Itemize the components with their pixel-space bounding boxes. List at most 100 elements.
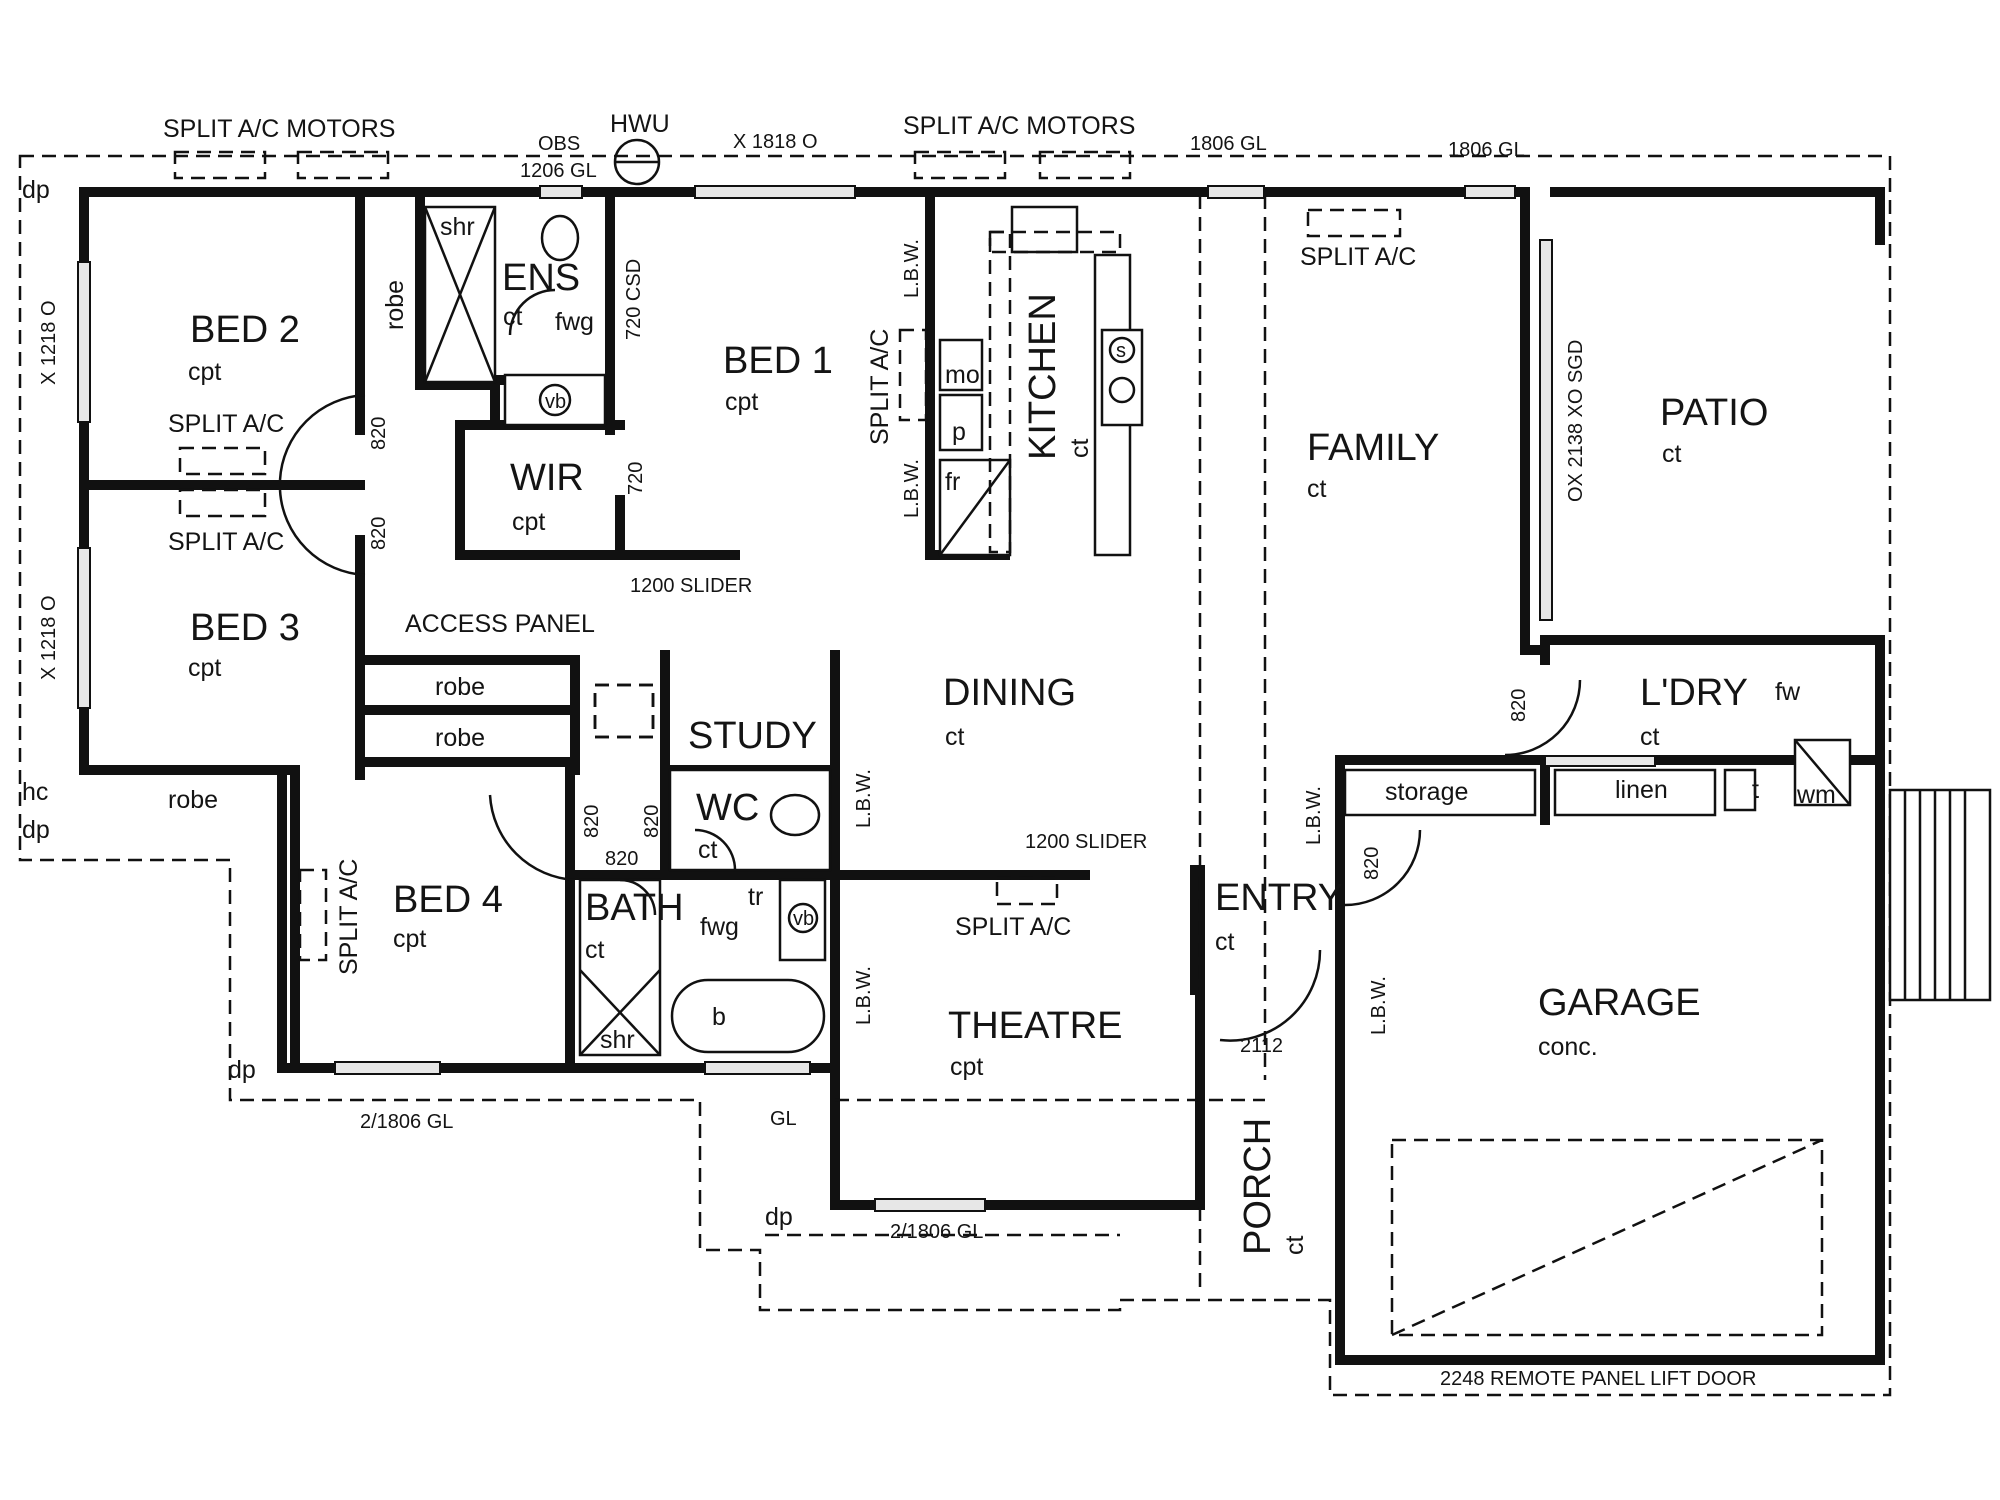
note-dp-top: dp — [22, 176, 50, 204]
finish-ens: ct — [503, 303, 523, 331]
dim-820-bed2: 820 — [368, 417, 390, 450]
dim-820-wc: 820 — [641, 805, 663, 838]
note-gl: GL — [770, 1108, 797, 1130]
room-bed1: BED 1 — [723, 340, 833, 382]
finish-garage: conc. — [1538, 1033, 1598, 1061]
note-sgd: OX 2138 XO SGD — [1565, 340, 1587, 502]
dim-2112-entry: 2112 — [1240, 1035, 1283, 1057]
dim-820-bath: 820 — [605, 848, 638, 870]
room-kitchen: KITCHEN — [1022, 293, 1064, 460]
note-split-ac-theatre: SPLIT A/C — [955, 913, 1071, 941]
room-bed2: BED 2 — [190, 309, 300, 351]
note-dp-mid: dp — [22, 816, 50, 844]
label-tr-bath: tr — [748, 883, 763, 911]
room-wir: WIR — [510, 457, 584, 499]
label-b-bath: b — [712, 1003, 726, 1031]
windows — [77, 185, 1656, 1212]
finish-theatre: cpt — [950, 1053, 983, 1081]
note-garage-door: 2248 REMOTE PANEL LIFT DOOR — [1440, 1368, 1756, 1390]
note-lbw-dining: L.B.W. — [853, 769, 875, 828]
finish-bed2: cpt — [188, 358, 221, 386]
finish-family: ct — [1307, 475, 1327, 503]
note-split-ac-bed1: SPLIT A/C — [866, 329, 894, 445]
dim-820-garage: 820 — [1361, 847, 1383, 880]
label-robe-bed2: robe — [381, 280, 409, 330]
label-shr-bath: shr — [600, 1026, 635, 1054]
note-2-1806gl-bottom: 2/1806 GL — [890, 1221, 983, 1243]
label-mo: mo — [945, 361, 980, 389]
note-1200-slider-bed1: 1200 SLIDER — [630, 575, 752, 597]
note-lbw-bed1-top: L.B.W. — [901, 239, 923, 298]
note-x1818o: X 1818 O — [733, 131, 818, 153]
note-x1218o-upper: X 1218 O — [38, 300, 60, 385]
note-dp-bottom: dp — [765, 1203, 793, 1231]
label-wm: wm — [1796, 781, 1836, 809]
label-robe-upper: robe — [435, 673, 485, 701]
note-lbw-entry: L.B.W. — [1303, 786, 1325, 845]
note-split-ac-bed4: SPLIT A/C — [335, 859, 363, 975]
label-fr: fr — [945, 468, 960, 496]
room-study: STUDY — [688, 715, 817, 757]
note-split-ac-motors-right: SPLIT A/C MOTORS — [903, 112, 1135, 140]
room-family: FAMILY — [1307, 427, 1439, 469]
room-porch: PORCH — [1237, 1118, 1279, 1255]
finish-porch: ct — [1281, 1236, 1309, 1256]
label-fw: fw — [1775, 678, 1801, 706]
finish-dining: ct — [945, 723, 965, 751]
note-1806gl-top-left: 1806 GL — [1190, 133, 1267, 155]
finish-laundry: ct — [1640, 723, 1660, 751]
room-laundry: L'DRY — [1640, 672, 1748, 714]
note-1806gl-top-right: 1806 GL — [1448, 139, 1525, 161]
label-storage-overlay: storage — [1385, 778, 1468, 806]
note-lbw-theatre: L.B.W. — [853, 966, 875, 1025]
dim-720-wir: 720 — [625, 462, 647, 495]
label-s: s — [1116, 340, 1126, 362]
finish-wir: cpt — [512, 508, 545, 536]
note-lbw-bed1-bottom: L.B.W. — [901, 459, 923, 518]
site-boundary — [18, 154, 1892, 1397]
label-p: p — [952, 418, 966, 446]
interior-walls — [79, 195, 1885, 1065]
access-panel-box — [593, 683, 655, 739]
hwu-icon — [613, 138, 661, 186]
room-bed3: BED 3 — [190, 607, 300, 649]
note-x1218o-lower: X 1218 O — [38, 595, 60, 680]
room-theatre: THEATRE — [948, 1005, 1123, 1047]
room-ens: ENS — [502, 257, 580, 299]
note-hwu: HWU — [610, 110, 670, 138]
finish-bed1: cpt — [725, 388, 758, 416]
note-1200-slider-dining: 1200 SLIDER — [1025, 831, 1147, 853]
note-dp-bottom-left: dp — [228, 1056, 256, 1084]
note-720-csd: 720 CSD — [623, 259, 645, 340]
room-garage: GARAGE — [1538, 982, 1701, 1024]
room-bath: BATH — [585, 887, 684, 929]
note-2-1806gl-left: 2/1806 GL — [360, 1111, 453, 1133]
room-wc: WC — [696, 787, 759, 829]
finish-patio: ct — [1662, 440, 1682, 468]
label-robe-bed4: robe — [168, 786, 218, 814]
finish-kitchen: ct — [1066, 439, 1094, 459]
note-split-ac-motors-left: SPLIT A/C MOTORS — [163, 115, 395, 143]
linen-box — [1553, 768, 1717, 817]
storage-box — [1343, 768, 1537, 817]
label-vb-ens: vb — [545, 391, 566, 413]
note-1206gl: 1206 GL — [520, 160, 597, 182]
note-access-panel: ACCESS PANEL — [405, 610, 595, 638]
finish-wc: ct — [698, 836, 718, 864]
label-fwg-ens: fwg — [555, 308, 594, 336]
dim-820-bed3: 820 — [368, 517, 390, 550]
room-entry: ENTRY — [1215, 877, 1343, 919]
room-bed4: BED 4 — [393, 879, 503, 921]
note-split-ac-bed2: SPLIT A/C — [168, 410, 284, 438]
dim-820-bed4: 820 — [581, 805, 603, 838]
note-split-ac-family: SPLIT A/C — [1300, 243, 1416, 271]
room-patio: PATIO — [1660, 392, 1768, 434]
finish-entry: ct — [1215, 928, 1235, 956]
label-vb-bath: vb — [793, 908, 814, 930]
label-t-overlay: t — [1752, 776, 1759, 804]
finish-bed3: cpt — [188, 654, 221, 682]
label-shr-ens: shr — [440, 213, 475, 241]
door-swings — [278, 288, 1582, 1042]
label-robe-lower: robe — [435, 724, 485, 752]
